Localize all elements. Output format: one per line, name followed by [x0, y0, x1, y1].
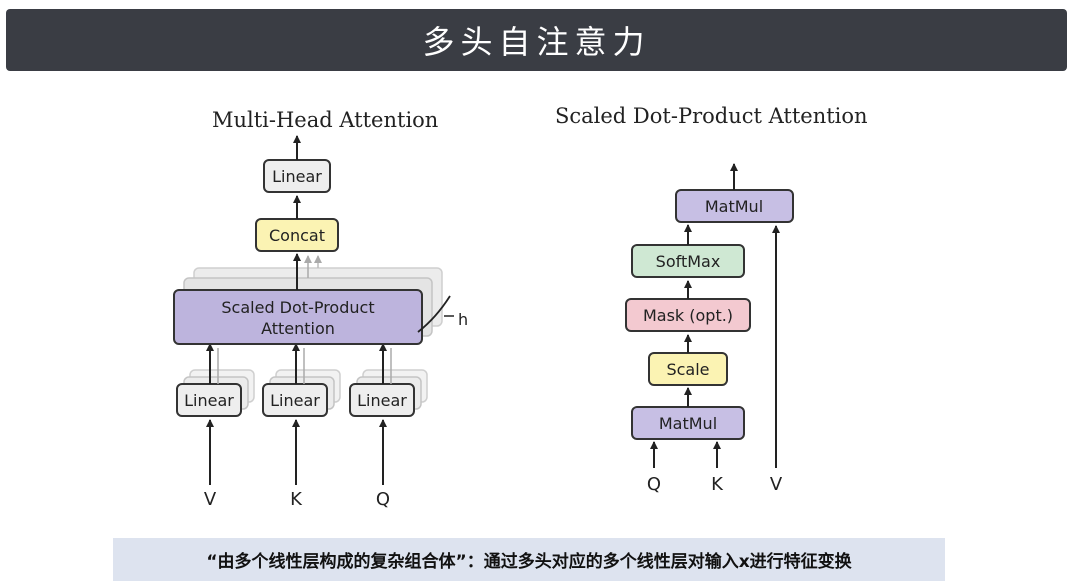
page-banner: 多头自注意力: [6, 9, 1067, 71]
input-q-label: Q: [647, 474, 661, 495]
scaled-dot-title: Scaled Dot-Product Attention: [555, 104, 868, 128]
sdpa-label-line2: Attention: [261, 319, 335, 338]
linear-q-label: Linear: [357, 391, 407, 410]
input-k-label: K: [290, 489, 303, 510]
concat-label: Concat: [269, 226, 325, 245]
sdpa-label-line1: Scaled Dot-Product: [221, 298, 374, 317]
h-label: h: [458, 310, 468, 329]
input-q-label: Q: [376, 489, 390, 510]
mask-label: Mask (opt.): [643, 306, 733, 325]
input-k-label: K: [711, 474, 724, 495]
linear-top-label: Linear: [272, 167, 322, 186]
caption-bar: “由多个线性层构成的复杂组合体”：通过多头对应的多个线性层对输入x进行特征变换: [113, 538, 945, 581]
scale-label: Scale: [666, 360, 709, 379]
multi-head-diagram: Linear Linear Linear Scaled Dot-Product …: [173, 135, 468, 510]
linear-k-label: Linear: [270, 391, 320, 410]
caption-text: “由多个线性层构成的复杂组合体”：通过多头对应的多个线性层对输入x进行特征变换: [206, 552, 852, 572]
h-bracket: [417, 295, 451, 333]
matmul-top-label: MatMul: [705, 197, 763, 216]
page-title: 多头自注意力: [422, 23, 651, 61]
linear-v-label: Linear: [184, 391, 234, 410]
scaled-dot-diagram: MatMul Scale Mask (opt.) SoftMax MatMul …: [625, 163, 794, 495]
matmul-bottom-label: MatMul: [659, 414, 717, 433]
softmax-label: SoftMax: [656, 252, 721, 271]
input-v-label: V: [770, 474, 783, 495]
multi-head-title: Multi-Head Attention: [212, 108, 439, 132]
input-v-label: V: [204, 489, 217, 510]
